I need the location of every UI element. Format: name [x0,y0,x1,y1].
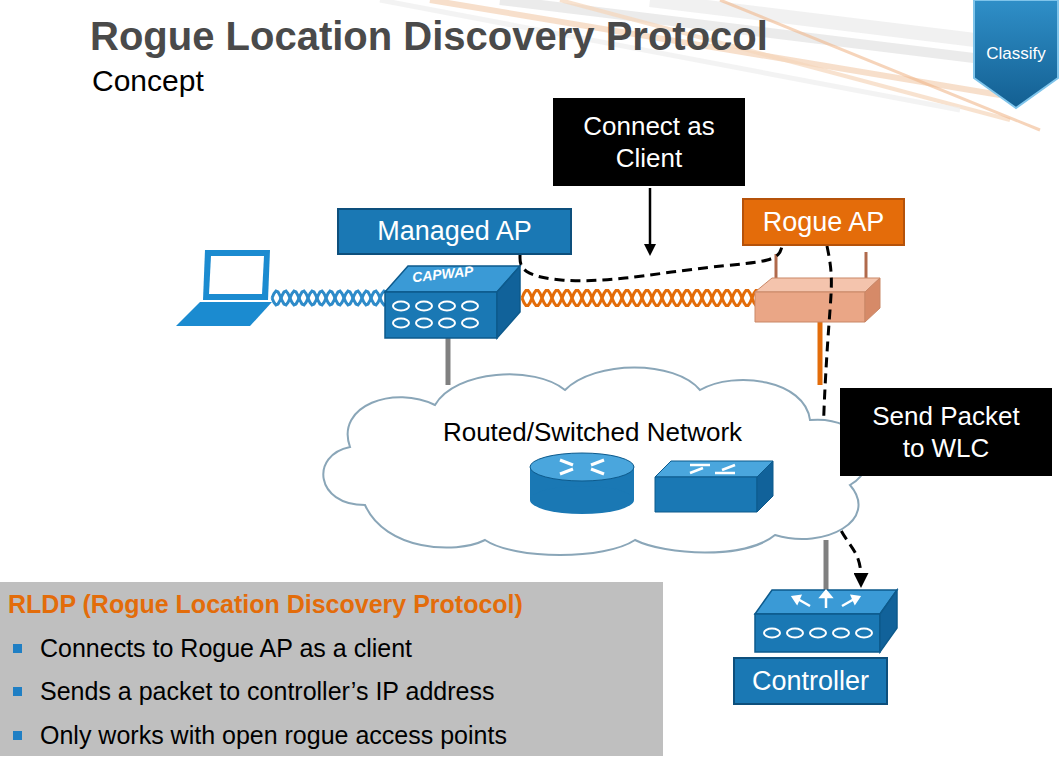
controller-icon [821,591,831,597]
controller-icon [787,629,803,638]
switch-icon [715,472,735,475]
controller-icon [764,629,872,638]
access-point-icon [462,319,478,328]
router-icon [591,460,604,465]
switch-icon [655,477,757,512]
access-point-icon [416,319,432,328]
callout-pointer [644,188,656,256]
switch-icon [655,461,773,512]
switch-icon [655,461,773,477]
access-point-icon [439,319,455,328]
controller-node: Controller [733,585,898,705]
rogue-ap-icon [755,252,880,322]
controller-icon [755,590,897,652]
node-label: Connect as Client [565,110,733,175]
signal-wave [272,291,386,305]
subtitle: Concept [92,64,204,98]
panel-heading: RLDP (Rogue Location Discovery Protocol) [8,588,655,621]
router-icon [591,469,604,474]
chevron-shape [974,0,1058,108]
rogue-ap-icon [755,278,880,292]
callout-pointer [649,188,652,246]
access-point-icon [393,302,478,328]
laptop-icon [203,250,270,300]
controller-icon [755,614,880,652]
access-point-icon [462,302,478,311]
wired-links [824,540,829,592]
node-label: Managed AP [377,216,532,247]
controller-icon [793,596,800,603]
wired-links [818,320,823,385]
access-point-icon [393,319,409,328]
controller-icon [755,590,897,614]
laptop-icon [209,256,264,294]
callout-box: Send Packet to WLC [840,388,1052,476]
node-label: Classify [974,44,1058,64]
access-point-icon [416,302,432,311]
bullet-text: Only works with open rogue access points [8,719,655,752]
switch-icon [722,465,735,470]
access-point-icon [393,302,409,311]
controller-icon [852,596,859,603]
router-icon [560,469,573,474]
cloud-shape [323,368,867,556]
node-label: Send Packet to WLC [862,400,1030,465]
laptop-icon [176,302,272,326]
access-point-icon [385,292,497,338]
device-label: CAPWAP [411,263,474,285]
network-cloud: Routed/Switched Network [305,355,880,555]
node-label: Rogue AP [763,207,885,238]
signal-wave [522,290,758,305]
controller-icon [880,590,897,652]
switch-icon [690,468,703,473]
switch-icon [757,461,773,512]
rogue-ap-icon [865,278,880,322]
router-icon [530,453,634,481]
cloud-shape [305,355,880,555]
controller-icon [793,591,859,608]
device-label-box: Managed AP [337,208,572,255]
laptop-icon [176,250,272,326]
access-point-icon [439,302,455,311]
rogue-ap-icon [755,292,865,322]
node-label: Controller [733,657,888,705]
slide-title: Rogue Location Discovery Protocol [90,14,768,59]
signal-wave [272,291,386,305]
signal-wave [522,290,758,305]
wired-links [446,336,451,385]
callout-pointer [644,244,656,256]
classify-badge: Classify [974,0,1058,110]
access-point-icon [497,266,520,338]
controller-icon [833,629,849,638]
controller-icon [856,629,872,638]
controller-icon [810,629,826,638]
bullet-text: Sends a packet to controller’s IP addres… [8,675,655,708]
bullet-text: Connects to Rogue AP as a client [8,632,655,665]
switch-icon [690,464,710,467]
node-label: Routed/Switched Network [305,417,880,448]
router-icon [530,453,634,514]
router-icon [560,460,573,465]
device-label-box: Rogue AP [742,198,905,246]
router-icon [530,486,634,514]
callout-box: Connect as Client [553,98,745,186]
summary-panel: RLDP (Rogue Location Discovery Protocol)… [0,582,663,756]
controller-icon [764,629,780,638]
